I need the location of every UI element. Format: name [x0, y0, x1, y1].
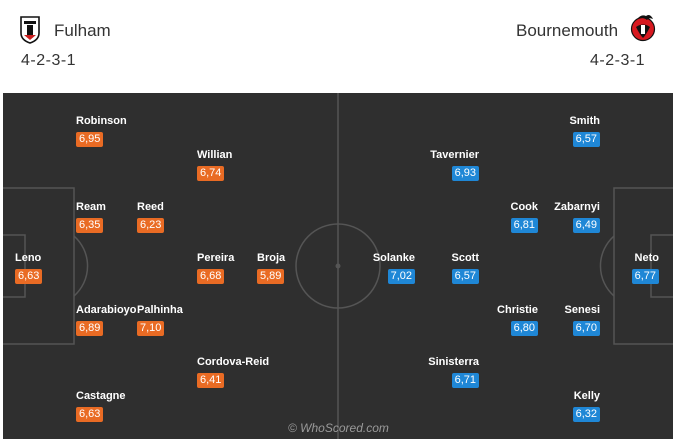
player-name: Solanke	[372, 252, 415, 264]
player-rating-badge: 7,02	[387, 269, 415, 284]
player-name: Cook	[510, 201, 539, 213]
player-rating-badge: 6,70	[572, 321, 600, 336]
player-name: Christie	[497, 304, 538, 316]
player-rating-badge: 6,93	[451, 166, 479, 181]
player-name: Ream	[76, 201, 106, 213]
player-rating-badge: 6,74	[197, 166, 225, 181]
player-name: Sinisterra	[428, 356, 479, 368]
player-rating-badge: 6,89	[76, 321, 104, 336]
bournemouth-crest-icon	[630, 13, 656, 43]
player-name: Broja	[257, 252, 286, 264]
pitch-markings	[3, 93, 673, 439]
player-name: Robinson	[76, 115, 127, 127]
player-rating-badge: 6,71	[451, 373, 479, 388]
player-name: Cordova-Reid	[197, 356, 270, 368]
player-name: Pereira	[197, 252, 235, 264]
player-name: Palhinha	[137, 304, 183, 316]
player-name: Scott	[451, 252, 480, 264]
player-name: Reed	[137, 201, 164, 213]
player-rating-badge: 6,35	[76, 218, 104, 233]
player-name: Smith	[569, 115, 600, 127]
player-name: Castagne	[76, 390, 126, 402]
player-rating-badge: 6,57	[572, 132, 600, 147]
player-rating-badge: 6,32	[572, 407, 600, 422]
watermark: © WhoScored.com	[288, 421, 389, 435]
player-rating-badge: 6,57	[451, 269, 479, 284]
player-rating-badge: 6,63	[76, 407, 104, 422]
player-rating-badge: 6,23	[137, 218, 165, 233]
player-name: Zabarnyi	[554, 201, 600, 213]
player-rating-badge: 6,77	[631, 269, 659, 284]
fulham-crest-icon	[20, 16, 40, 44]
pitch: Robinson 6,95 Willian 6,74 Ream 6,35 Ree…	[3, 93, 673, 439]
away-team-name: Bournemouth	[516, 21, 619, 40]
away-formation: 4-2-3-1	[590, 52, 646, 69]
player-rating-badge: 6,68	[197, 269, 225, 284]
player-name: Leno	[15, 252, 42, 264]
match-header: Fulham 4-2-3-1 Bournemouth 4-2-3-1	[0, 0, 676, 93]
player-rating-badge: 6,80	[510, 321, 538, 336]
player-rating-badge: 6,81	[510, 218, 538, 233]
player-name: Senesi	[564, 304, 600, 316]
player-rating-badge: 6,41	[197, 373, 225, 388]
player-rating-badge: 5,89	[257, 269, 285, 284]
player-name: Tavernier	[430, 149, 479, 161]
player-rating-badge: 6,63	[15, 269, 43, 284]
player-rating-badge: 6,49	[572, 218, 600, 233]
home-formation: 4-2-3-1	[21, 52, 77, 69]
player-name: Kelly	[573, 390, 600, 402]
player-rating-badge: 7,10	[137, 321, 165, 336]
player-name: Willian	[197, 149, 233, 161]
player-rating-badge: 6,95	[76, 132, 104, 147]
player-name: Neto	[634, 252, 659, 264]
player-name: Adarabioyo	[76, 304, 137, 316]
home-team-name: Fulham	[54, 21, 111, 40]
